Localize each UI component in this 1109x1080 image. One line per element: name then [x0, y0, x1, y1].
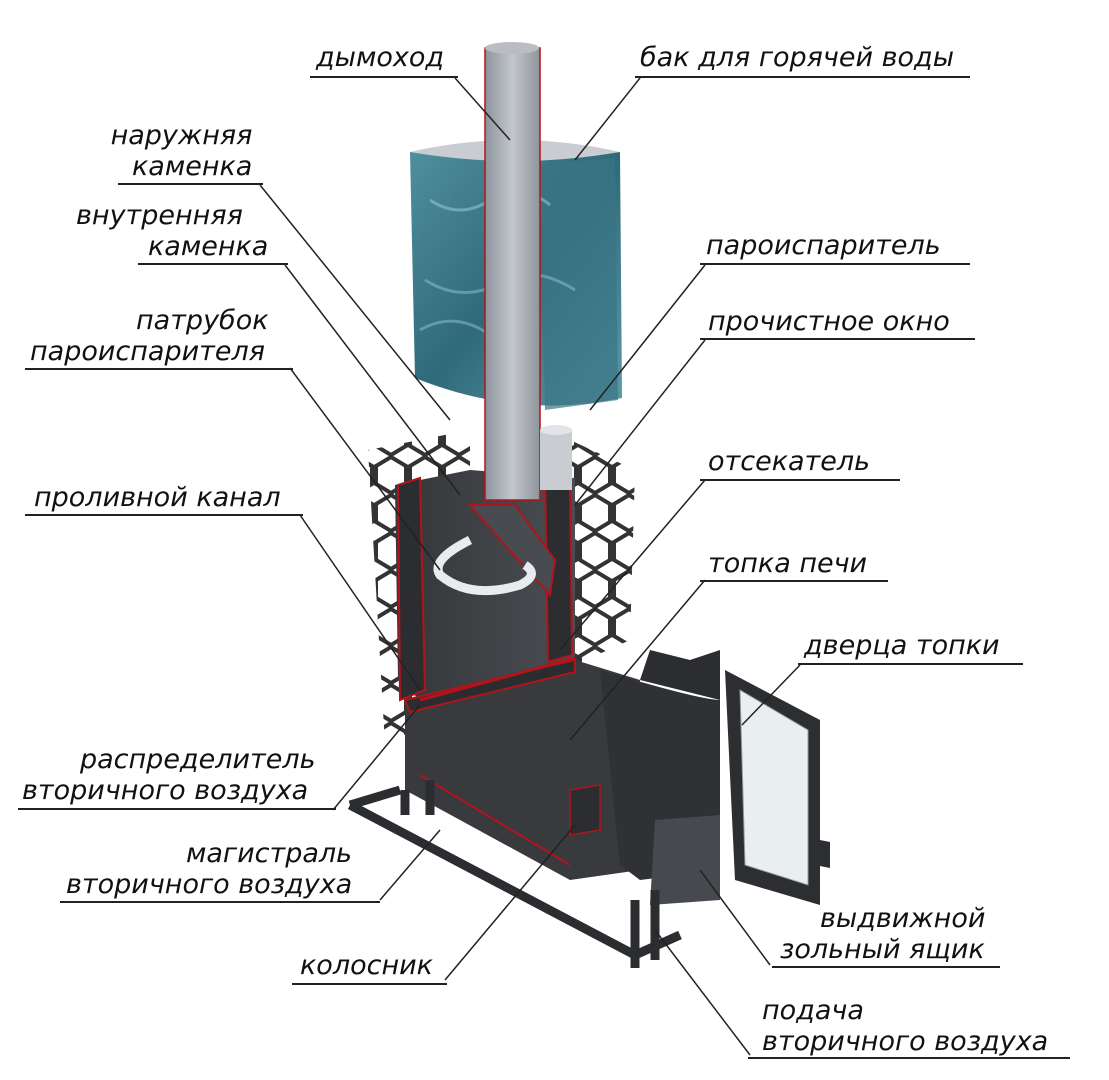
underline-firebox: [700, 580, 888, 582]
underline-air-distributor: [18, 808, 336, 810]
label-cutter: отсекатель: [708, 446, 871, 477]
underline-ash-box: [772, 966, 1000, 968]
firebox-body: [403, 650, 720, 905]
chimney-top: [485, 42, 539, 54]
label-air-distributor: распределитель вторичного воздуха: [22, 744, 316, 806]
label-chimney: дымоход: [316, 42, 445, 73]
underline-steam-pipe: [25, 368, 293, 370]
label-outer-heater: наружняя каменка: [110, 120, 253, 182]
label-ash-box: выдвижной зольный ящик: [780, 903, 986, 965]
underline-pour-channel: [25, 514, 303, 516]
label-inner-heater: внутренняя каменка: [76, 200, 269, 262]
label-air-main: магистраль вторичного воздуха: [66, 838, 353, 900]
steam-generator-pipe: [540, 430, 572, 490]
label-pour-channel: проливной канал: [34, 482, 281, 513]
label-steam-generator: пароиспаритель: [706, 230, 941, 261]
underline-chimney: [310, 76, 458, 78]
label-hot-water-tank: бак для горячей воды: [640, 42, 955, 73]
underline-inner-heater: [138, 263, 288, 265]
label-firebox-door: дверца топки: [804, 630, 1000, 661]
label-steam-pipe: патрубок пароиспарителя: [30, 305, 269, 367]
leader-lines: [259, 77, 801, 1056]
underline-grate: [292, 983, 447, 985]
underline-outer-heater: [118, 183, 263, 185]
chimney-pipe: [484, 47, 541, 501]
label-grate: колосник: [300, 950, 433, 981]
underline-air-main: [60, 901, 380, 903]
inner-heater-body: [395, 468, 575, 702]
underline-cutter: [700, 479, 900, 481]
steam-generator-top: [540, 425, 572, 435]
underline-cleaning-window: [700, 338, 975, 340]
underline-hot-water-tank: [635, 76, 970, 78]
firebox-door: [725, 670, 830, 905]
underline-air-supply: [748, 1057, 1070, 1059]
underline-firebox-door: [798, 663, 1023, 665]
label-cleaning-window: прочистное окно: [708, 306, 950, 337]
underline-steam-generator: [700, 263, 970, 265]
stand-frame: [347, 780, 682, 968]
label-air-supply: подача вторичного воздуха: [762, 995, 1049, 1057]
label-firebox: топка печи: [708, 548, 868, 579]
